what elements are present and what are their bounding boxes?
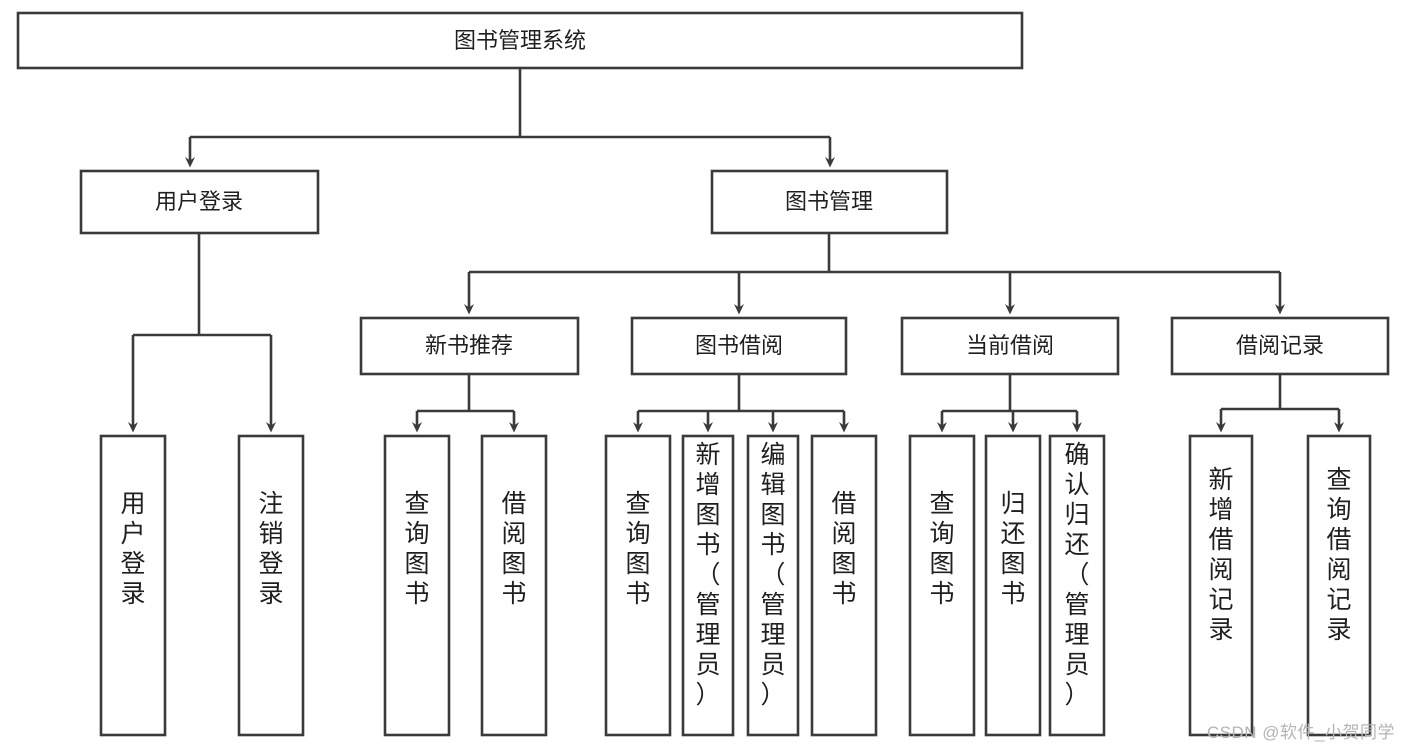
leaf-node-borrow-book-bb[interactable]: 借阅图书	[810, 434, 878, 737]
leaf-node-query-book-nbr-box[interactable]	[383, 434, 451, 737]
leaf-node-user-login[interactable]: 用户登录	[99, 434, 167, 737]
leaf-node-query-book-nbr-label: 查询图书	[404, 490, 429, 608]
node-user-login-box[interactable]	[79, 169, 320, 235]
leaf-node-borrow-book-nbr[interactable]: 借阅图书	[480, 434, 548, 737]
leaf-node-confirm-return-label: 确认归还（管理员）	[1064, 441, 1089, 709]
leaf-node-add-record[interactable]: 新增借阅记录	[1188, 434, 1254, 737]
leaf-node-user-login-label: 用户登录	[120, 490, 145, 608]
leaf-node-query-book-bb-box[interactable]	[604, 434, 672, 737]
node-current-borrow[interactable]: 当前借阅	[900, 316, 1120, 376]
leaf-node-query-book-cb-box[interactable]	[908, 434, 976, 737]
node-user-login[interactable]: 用户登录	[79, 169, 320, 235]
node-book-borrow[interactable]: 图书借阅	[630, 316, 848, 376]
leaf-node-edit-book[interactable]: 编辑图书（管理员）	[746, 434, 800, 737]
leaf-node-query-book-bb-label: 查询图书	[625, 490, 650, 608]
leaf-node-logout[interactable]: 注销登录	[237, 434, 305, 737]
leaf-node-confirm-return[interactable]: 确认归还（管理员）	[1048, 434, 1106, 737]
node-borrow-record-label: 借阅记录	[1236, 333, 1324, 358]
leaf-node-return-book[interactable]: 归还图书	[984, 434, 1042, 737]
node-book-borrow-box[interactable]	[630, 316, 848, 376]
node-root[interactable]: 图书管理系统	[16, 11, 1024, 70]
node-new-book-recommend[interactable]: 新书推荐	[359, 316, 580, 376]
connector-layer	[128, 68, 1344, 433]
leaf-node-query-book-nbr[interactable]: 查询图书	[383, 434, 451, 737]
leaf-node-query-book-cb[interactable]: 查询图书	[908, 434, 976, 737]
leaf-node-add-book-box[interactable]	[681, 434, 735, 737]
leaf-node-confirm-return-box[interactable]	[1048, 434, 1106, 737]
leaf-node-add-record-box[interactable]	[1188, 434, 1254, 737]
leaf-node-borrow-book-bb-label: 借阅图书	[831, 490, 856, 608]
node-root-label: 图书管理系统	[454, 28, 586, 53]
leaf-node-return-book-box[interactable]	[984, 434, 1042, 737]
leaf-node-query-book-bb[interactable]: 查询图书	[604, 434, 672, 737]
leaf-node-query-record-label: 查询借阅记录	[1326, 466, 1351, 644]
leaf-node-return-book-label: 归还图书	[1000, 490, 1025, 608]
leaf-node-add-book[interactable]: 新增图书（管理员）	[681, 434, 735, 737]
node-borrow-record[interactable]: 借阅记录	[1170, 316, 1390, 376]
node-new-book-recommend-box[interactable]	[359, 316, 580, 376]
node-current-borrow-label: 当前借阅	[966, 333, 1054, 358]
leaf-node-add-record-label: 新增借阅记录	[1208, 466, 1233, 644]
leaf-node-logout-label: 注销登录	[258, 490, 283, 608]
leaf-node-query-record[interactable]: 查询借阅记录	[1306, 434, 1372, 737]
node-borrow-record-box[interactable]	[1170, 316, 1390, 376]
node-new-book-recommend-label: 新书推荐	[425, 333, 513, 358]
leaf-node-add-book-label: 新增图书（管理员）	[695, 441, 720, 709]
leaf-node-edit-book-label: 编辑图书（管理员）	[760, 441, 785, 709]
leaf-node-borrow-book-nbr-box[interactable]	[480, 434, 548, 737]
leaf-node-logout-box[interactable]	[237, 434, 305, 737]
node-book-management-label: 图书管理	[785, 189, 873, 214]
node-user-login-label: 用户登录	[155, 189, 243, 214]
node-book-borrow-label: 图书借阅	[695, 333, 783, 358]
leaf-node-query-record-box[interactable]	[1306, 434, 1372, 737]
leaf-node-edit-book-box[interactable]	[746, 434, 800, 737]
node-book-management-box[interactable]	[710, 169, 949, 235]
node-root-box[interactable]	[16, 11, 1024, 70]
leaf-node-user-login-box[interactable]	[99, 434, 167, 737]
leaf-node-borrow-book-nbr-label: 借阅图书	[501, 490, 526, 608]
leaf-node-query-book-cb-label: 查询图书	[929, 490, 954, 608]
leaf-node-borrow-book-bb-box[interactable]	[810, 434, 878, 737]
node-current-borrow-box[interactable]	[900, 316, 1120, 376]
node-book-management[interactable]: 图书管理	[710, 169, 949, 235]
